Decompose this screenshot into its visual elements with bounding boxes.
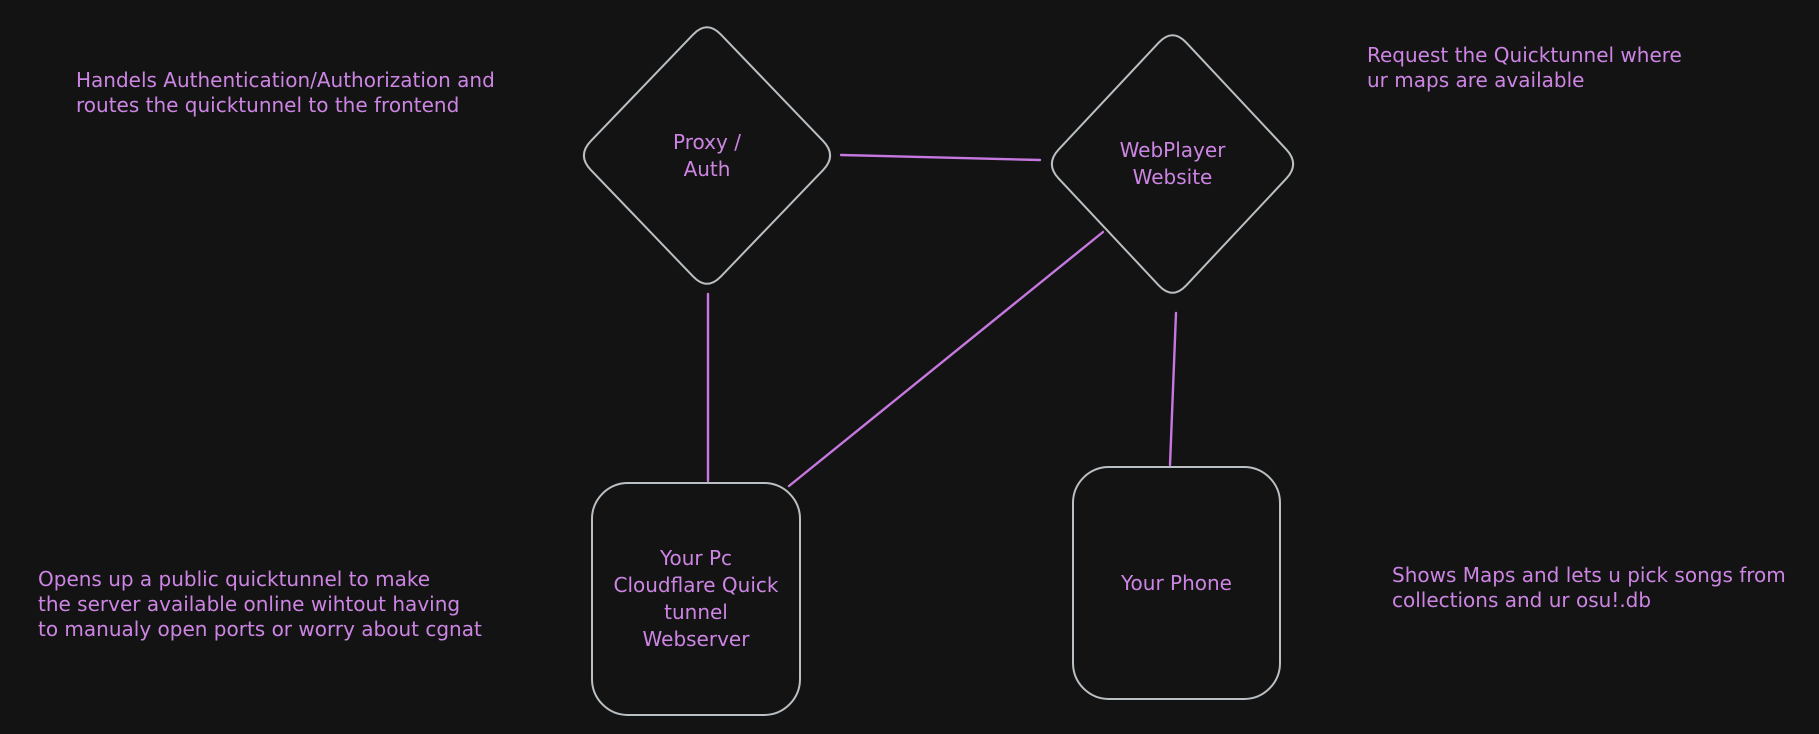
annotation-webplayer-description[interactable]: Request the Quicktunnel where ur maps ar… [1367,43,1682,93]
annotation-line: collections and ur osu!.db [1392,588,1652,612]
edge-webplayer-to-phone[interactable] [1168,311,1178,467]
node-shape-webplayer-website[interactable] [1050,34,1295,294]
annotation-line: Handels Authentication/Authorization and [76,68,495,92]
annotation-proxy-auth-description[interactable]: Handels Authentication/Authorization and… [76,68,495,118]
node-shape-pc-webserver[interactable] [591,482,801,716]
annotation-line: Shows Maps and lets u pick songs from [1392,563,1786,587]
annotation-quicktunnel-description[interactable]: Opens up a public quicktunnel to make th… [38,567,482,642]
annotation-line: routes the quicktunnel to the frontend [76,93,460,117]
edge-proxy-to-webplayer[interactable] [839,153,1042,162]
node-shape-proxy-auth[interactable] [582,26,832,285]
node-shape-your-phone[interactable] [1072,466,1281,700]
annotation-line: Opens up a public quicktunnel to make [38,567,431,591]
annotation-line: to manualy open ports or worry about cgn… [38,617,482,641]
annotation-line: Request the Quicktunnel where [1367,43,1682,67]
annotation-line: ur maps are available [1367,68,1585,92]
edge-webplayer-to-pc[interactable] [787,230,1105,488]
annotation-line: the server available online wihtout havi… [38,592,461,616]
annotation-phone-description[interactable]: Shows Maps and lets u pick songs from co… [1392,563,1786,613]
